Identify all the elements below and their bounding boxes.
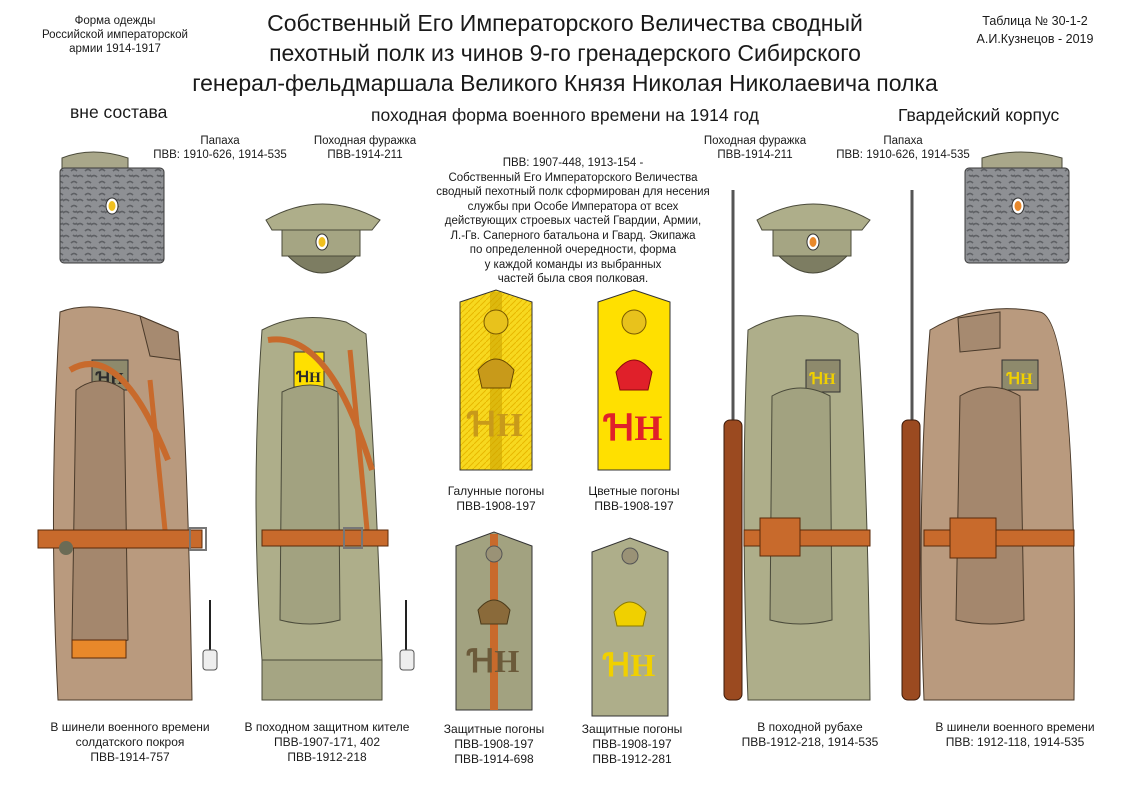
svg-text:ꞪH: ꞪH <box>295 370 321 386</box>
caption-line: В шинели военного времени <box>50 720 210 734</box>
author-year: А.И.Кузнецов - 2019 <box>976 32 1094 46</box>
svg-text:ꞪH: ꞪH <box>466 643 520 679</box>
caption-line: ПВВ: 1910-626, 1914-535 <box>153 149 287 161</box>
info-line: действующих строевых частей Гвардии, Арм… <box>444 215 702 227</box>
caption-line: В шинели военного времени <box>935 720 1095 734</box>
caption-line: ПВВ-1908-197 <box>594 499 674 513</box>
info-line: частей была своя полковая. <box>497 273 649 285</box>
caption-line: ПВВ-1914-211 <box>327 149 403 161</box>
left-note-line: армии 1914-1917 <box>69 43 161 55</box>
caption-line: ПВВ-1908-197 <box>592 737 672 751</box>
info-line: Л.-Гв. Саперного батальона и Гвард. Экип… <box>450 229 696 242</box>
caption-line: Походная фуражка <box>313 135 417 147</box>
caption-rubakha: В походной рубахе ПВВ-1912-218, 1914-535 <box>715 720 905 750</box>
regiment-info-text: ПВВ: 1907-448, 1913-154 - Собственный Ег… <box>418 156 728 287</box>
papakha-left <box>59 151 165 264</box>
left-header-note: Форма одежды Российской императорской ар… <box>20 14 210 56</box>
info-line: у каждой команды из выбранных <box>484 258 662 271</box>
caption-line: ПВВ-1914-698 <box>454 752 534 766</box>
subheader-center: походная форма военного времени на 1914 … <box>370 105 759 125</box>
figure-greatcoat-right: ꞪH <box>901 190 1075 701</box>
svg-text:ꞪH: ꞪH <box>808 371 836 388</box>
caption-line: ПВВ: 1910-626, 1914-535 <box>836 149 970 161</box>
caption-cap-right: Походная фуражка ПВВ-1914-211 <box>690 134 820 162</box>
caption-line: Защитные погоны <box>443 722 545 736</box>
shoulder-board-galun: ꞪH <box>459 289 533 471</box>
figure-greatcoat-left: ꞪH <box>37 306 218 701</box>
caption-papakha-left: Папаха ПВВ: 1910-626, 1914-535 <box>145 134 295 162</box>
caption-line: ПВВ-1914-211 <box>717 149 793 161</box>
caption-line: ПВВ-1912-218 <box>287 750 367 764</box>
left-note-line: Форма одежды <box>74 15 156 27</box>
caption-line: Папаха <box>883 135 923 147</box>
caption-line: Папаха <box>200 135 240 147</box>
caption-line: В походной рубахе <box>757 720 863 734</box>
caption-line: Галунные погоны <box>447 484 545 498</box>
caption-line: солдатского покроя <box>75 735 185 749</box>
caption-line: Походная фуражка <box>703 135 807 147</box>
info-line: по определенной очередности, форма <box>469 244 677 256</box>
papakha-right <box>964 151 1070 264</box>
page-title: Собственный Его Императорского Величеств… <box>150 8 980 98</box>
title-line: генерал-фельдмаршала Великого Князя Нико… <box>192 70 938 96</box>
info-line: Собственный Его Императорского Величеств… <box>448 171 698 184</box>
caption-line: Защитные погоны <box>581 722 683 736</box>
caption-cap-left: Походная фуражка ПВВ-1914-211 <box>300 134 430 162</box>
caption-kitel: В походном защитном кителе ПВВ-1907-171,… <box>232 720 422 765</box>
caption-line: ПВВ-1908-197 <box>454 737 534 751</box>
figure-field-rubakha: ꞪH <box>723 190 871 701</box>
subheader-right: Гвардейский корпус <box>898 105 1060 125</box>
caption-line: Цветные погоны <box>588 484 680 498</box>
caption-greatcoat-left: В шинели военного времени солдатского по… <box>30 720 230 765</box>
shoulder-board-protective-1: ꞪH <box>455 531 533 711</box>
shoulder-board-protective-2: ꞪH <box>591 537 669 717</box>
info-line: службы при Особе Императора от всех <box>467 200 679 213</box>
caption-line: ПВВ-1912-218, 1914-535 <box>741 735 879 749</box>
field-cap-right <box>756 203 871 274</box>
caption-line: В походном защитном кителе <box>244 720 410 734</box>
caption-greatcoat-right: В шинели военного времени ПВВ: 1912-118,… <box>915 720 1115 750</box>
right-header-note: Таблица № 30-1-2 А.И.Кузнецов - 2019 <box>950 12 1120 48</box>
title-line: пехотный полк из чинов 9-го гренадерског… <box>269 40 861 66</box>
field-cap-left <box>265 203 381 274</box>
caption-line: ПВВ-1908-197 <box>456 499 536 513</box>
caption-line: ПВВ-1907-171, 402 <box>273 735 381 749</box>
caption-papakha-right: Папаха ПВВ: 1910-626, 1914-535 <box>828 134 978 162</box>
caption-line: ПВВ: 1912-118, 1914-535 <box>945 735 1085 749</box>
caption-color-boards: Цветные погоны ПВВ-1908-197 <box>564 484 704 514</box>
left-note-line: Российской императорской <box>42 29 188 41</box>
table-number: Таблица № 30-1-2 <box>982 14 1088 28</box>
caption-protective-boards-1: Защитные погоны ПВВ-1908-197 ПВВ-1914-69… <box>424 722 564 767</box>
caption-galun-boards: Галунные погоны ПВВ-1908-197 <box>426 484 566 514</box>
svg-text:ꞪH: ꞪH <box>466 407 523 444</box>
svg-text:ꞪH: ꞪH <box>602 647 656 683</box>
caption-protective-boards-2: Защитные погоны ПВВ-1908-197 ПВВ-1912-28… <box>562 722 702 767</box>
subheader-left: вне состава <box>70 102 168 122</box>
title-line: Собственный Его Императорского Величеств… <box>267 10 863 36</box>
figure-field-kitel: ꞪH <box>255 317 415 701</box>
shoulder-board-color: ꞪH <box>597 289 671 471</box>
caption-line: ПВВ-1914-757 <box>90 750 170 764</box>
info-line: ПВВ: 1907-448, 1913-154 - <box>502 157 644 169</box>
svg-text:ꞪH: ꞪH <box>603 408 663 448</box>
svg-text:ꞪH: ꞪH <box>1005 371 1033 388</box>
info-line: сводный пехотный полк сформирован для не… <box>436 186 710 198</box>
caption-line: ПВВ-1912-281 <box>592 752 672 766</box>
